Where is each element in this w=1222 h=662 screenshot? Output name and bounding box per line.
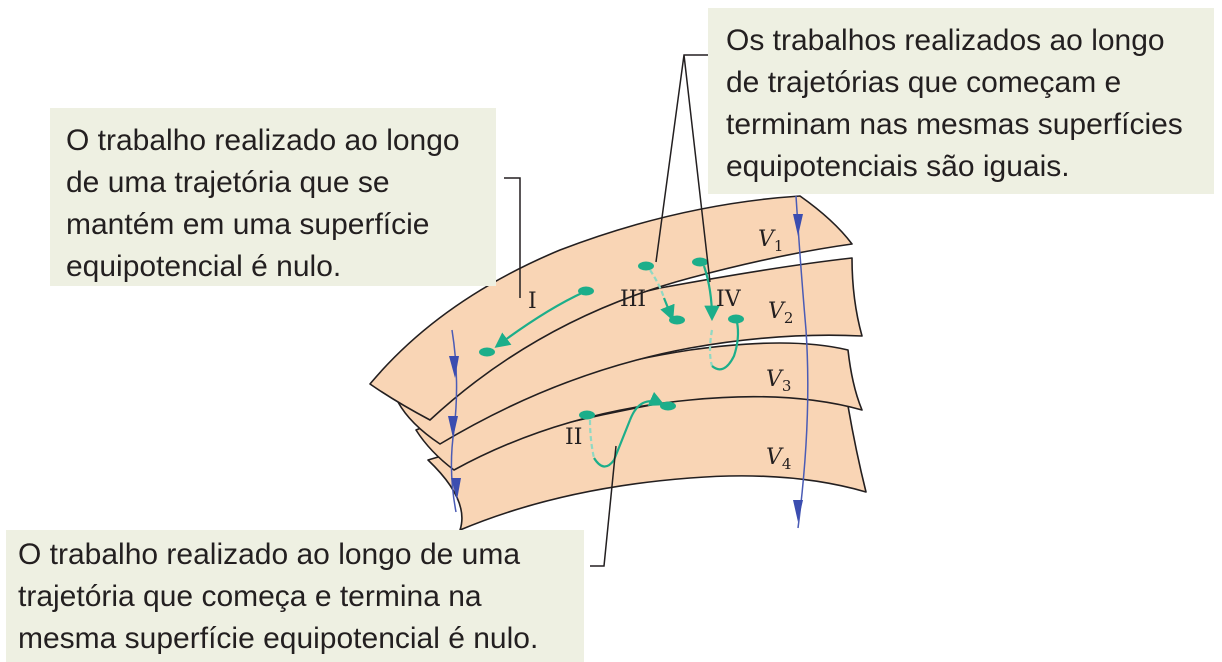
path-iii-line — [660, 297, 675, 321]
path-iv-hidden-segment — [708, 329, 714, 367]
path-label-i: I — [528, 289, 537, 314]
path-iii-start-dot — [638, 261, 654, 271]
leader-bottom — [590, 445, 617, 567]
path-ii-hidden-segment — [588, 419, 596, 459]
path-iv-start-dot — [692, 257, 708, 267]
path-ii-end-dot — [660, 401, 676, 411]
potential-label-v4: V4 — [766, 445, 791, 473]
path-iv-line-upper — [702, 265, 720, 322]
path-iii-end-dot — [669, 315, 685, 325]
path-i-end-dot — [479, 347, 495, 357]
path-i-line — [494, 291, 585, 348]
potential-label-v3: V3 — [766, 367, 791, 395]
field-line-right — [795, 195, 809, 529]
callout-equal-work: Os trabalhos realizados ao longo de traj… — [708, 8, 1214, 194]
path-iii-hidden-segment — [649, 269, 666, 299]
field-arrow-left-bottom — [451, 478, 461, 500]
leader-top-right — [655, 54, 711, 283]
field-arrow-left-top — [449, 356, 459, 378]
path-iv-line-lower — [711, 321, 740, 371]
leader-top-left — [504, 177, 521, 298]
callout-zero-work-same-surface: O trabalho realizado ao longo de uma tra… — [6, 530, 584, 662]
equipotential-surface-v1 — [369, 195, 853, 421]
potential-label-v1: V1 — [758, 227, 783, 255]
path-ii-line-upper — [628, 391, 665, 421]
path-label-iii: III — [620, 287, 646, 312]
field-arrow-right-top — [793, 214, 803, 236]
path-ii-start-dot — [579, 410, 595, 420]
path-label-iv: IV — [716, 287, 742, 312]
path-i-start-dot — [578, 286, 594, 296]
field-arrow-left-mid — [448, 416, 458, 438]
potential-label-v2: V2 — [768, 299, 793, 327]
path-label-ii: II — [565, 425, 582, 450]
field-arrow-right-bottom — [793, 500, 803, 522]
path-iv-end-dot — [728, 314, 744, 324]
callout-zero-work-on-surface: O trabalho realizado ao longo de uma tra… — [50, 108, 496, 286]
